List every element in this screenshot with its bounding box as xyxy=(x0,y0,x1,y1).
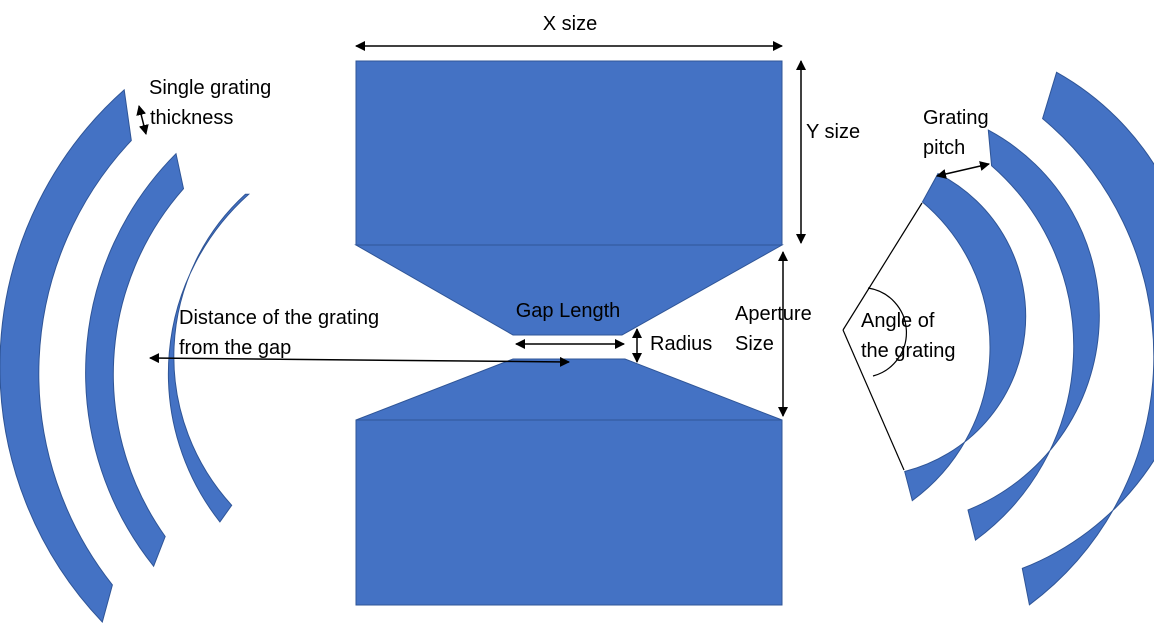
x-size-label: X size xyxy=(543,13,597,35)
right-grating-outer xyxy=(1021,71,1154,606)
gap-length-label: Gap Length xyxy=(516,300,621,322)
distance-arrow xyxy=(149,353,570,367)
top-block xyxy=(355,60,783,246)
grating-pitch-label-line1: Grating xyxy=(923,107,989,129)
distance-label-line2: from the gap xyxy=(179,337,291,359)
left-grating-middle xyxy=(85,152,185,568)
bottom-block xyxy=(355,419,783,606)
single-thickness-label-line1: Single grating xyxy=(149,77,271,99)
right-grating-inner xyxy=(904,172,1027,502)
angle-label-line1: Angle of xyxy=(861,310,935,332)
aperture-size-label-line2: Size xyxy=(735,333,774,355)
top-taper xyxy=(354,244,784,336)
grating-pitch-arrow xyxy=(936,161,990,179)
radius-label: Radius xyxy=(650,333,712,355)
bottom-taper xyxy=(355,358,783,421)
y-size-label: Y size xyxy=(806,121,860,143)
left-grating-inner xyxy=(167,193,251,523)
angle-line-upper xyxy=(842,202,923,331)
distance-label-line1: Distance of the grating xyxy=(179,307,379,329)
angle-line-lower xyxy=(842,329,905,471)
aperture-size-label-line1: Aperture xyxy=(735,303,812,325)
single-thickness-arrow xyxy=(136,105,149,135)
left-grating-outer xyxy=(0,88,132,623)
angle-arc xyxy=(867,287,908,377)
right-grating-middle xyxy=(967,129,1100,541)
single-thickness-label-line2: thickness xyxy=(150,107,233,129)
grating-pitch-label-line2: pitch xyxy=(923,137,965,159)
angle-label-line2: the grating xyxy=(861,340,956,362)
